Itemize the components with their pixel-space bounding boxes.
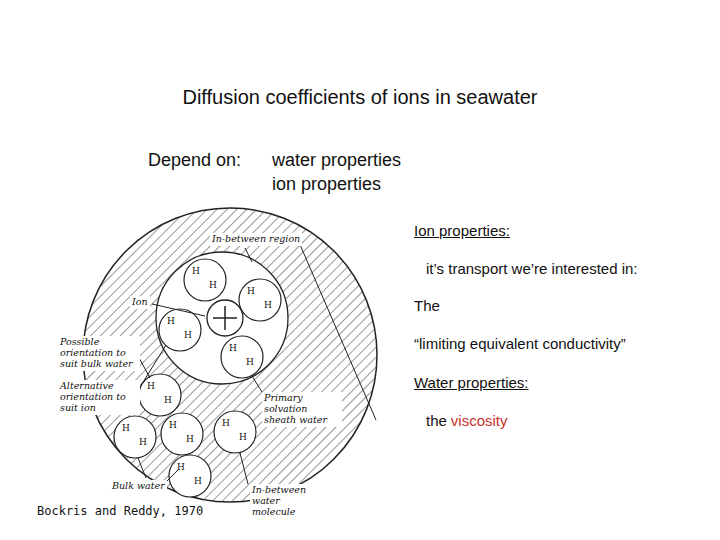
atom-label: H [139,438,147,447]
figure-label: In-between water molecule [250,484,328,519]
atom-label: H [246,358,254,367]
atom-label: H [222,419,230,428]
dependency-item: water properties [272,150,401,171]
ion-circle [207,300,243,336]
leader-lines [137,240,376,484]
atom-label: H [239,433,247,442]
primary-sheath [156,252,288,384]
water-molecules [114,259,281,497]
figure-credit: Bockris and Reddy, 1970 [37,504,203,518]
atom-label: H [247,287,255,296]
atom-label: H [169,421,177,430]
ion-cross [213,306,237,330]
atom-label: H [194,477,202,486]
figure-label: Alternative orientation to suit ion [58,380,140,415]
atom-label: H [177,463,185,472]
atom-label: H [229,344,237,353]
atom-label: H [167,317,175,326]
figure-label: Possible orientation to suit bulk water [58,336,140,371]
figure-label: In-between region [210,233,302,246]
atom-label: H [186,435,194,444]
atom-label: H [164,396,172,405]
figure-label: Primary solvation sheath water [262,392,342,427]
note-text: The [414,297,440,314]
note-text: it’s transport we’re interested in: [426,260,638,277]
slide-title: Diffusion coefficients of ions in seawat… [0,86,720,109]
intro-label: Depend on: [148,150,241,171]
dependency-item: ion properties [272,174,381,195]
atom-label: H [122,424,130,433]
note-text: the [426,412,447,429]
highlight-word: viscosity [451,412,508,429]
section-heading: Ion properties: [414,222,510,239]
figure-label: Bulk water [110,480,167,493]
atom-label: H [192,267,200,276]
atom-label: H [264,301,272,310]
atom-label: H [209,281,217,290]
figure-label: Ion [130,296,150,309]
section-heading: Water properties: [414,374,529,391]
atom-label: H [147,382,155,391]
note-text: “limiting equivalent conductivity” [414,335,626,352]
atom-label: H [184,331,192,340]
